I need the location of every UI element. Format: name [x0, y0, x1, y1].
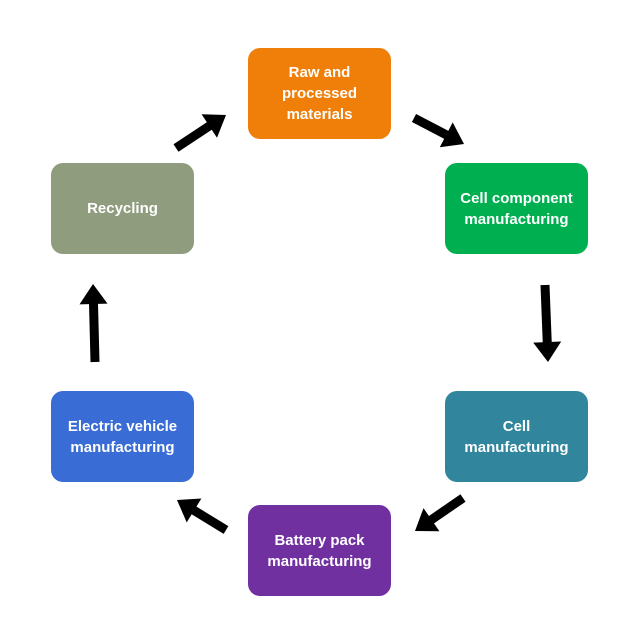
arrow-recycling-to-raw-head: [201, 114, 226, 138]
arrow-raw-to-cell-component-head: [439, 122, 464, 148]
node-cell-component-manufacturing: Cell component manufacturing: [445, 163, 588, 254]
node-cell-manufacturing: Cell manufacturing: [445, 391, 588, 482]
node-raw-materials-label: Raw and processed materials: [281, 64, 358, 123]
arrow-cell-to-battery-pack-shaft: [427, 494, 466, 525]
arrow-cell-to-battery-pack-head: [415, 508, 440, 532]
node-battery-pack-label: Battery pack manufacturing: [267, 531, 372, 570]
arrow-cell-component-to-cell: [533, 284, 562, 362]
node-recycling: Recycling: [51, 163, 194, 254]
node-battery-pack-manufacturing: Battery pack manufacturing: [248, 505, 391, 596]
arrow-recycling-to-raw-shaft: [173, 121, 214, 152]
node-cell-component-label: Cell component manufacturing: [460, 189, 573, 228]
arrow-raw-to-cell-component: [411, 114, 464, 148]
node-recycling-label: Recycling: [87, 200, 158, 217]
arrow-recycling-to-raw: [173, 114, 226, 152]
arrow-cell-component-to-cell-head: [533, 341, 562, 362]
arrow-cell-component-to-cell-shaft: [540, 284, 552, 345]
arrow-ev-to-recycling-shaft: [88, 301, 100, 363]
node-electric-vehicle-manufacturing: Electric vehicle manufacturing: [51, 391, 194, 482]
arrow-raw-to-cell-component-shaft: [411, 114, 451, 140]
node-cell-manufacturing-label: Cell manufacturing: [464, 417, 569, 456]
arrow-ev-to-recycling: [79, 284, 108, 363]
node-electric-vehicle-label: Electric vehicle manufacturing: [67, 417, 178, 456]
arrow-battery-pack-to-ev-shaft: [190, 505, 229, 534]
arrow-battery-pack-to-ev-head: [177, 498, 202, 523]
arrow-ev-to-recycling-head: [79, 284, 108, 305]
arrow-battery-pack-to-ev: [177, 498, 229, 534]
arrow-cell-to-battery-pack: [415, 494, 466, 532]
node-raw-materials: Raw and processed materials: [248, 48, 391, 139]
